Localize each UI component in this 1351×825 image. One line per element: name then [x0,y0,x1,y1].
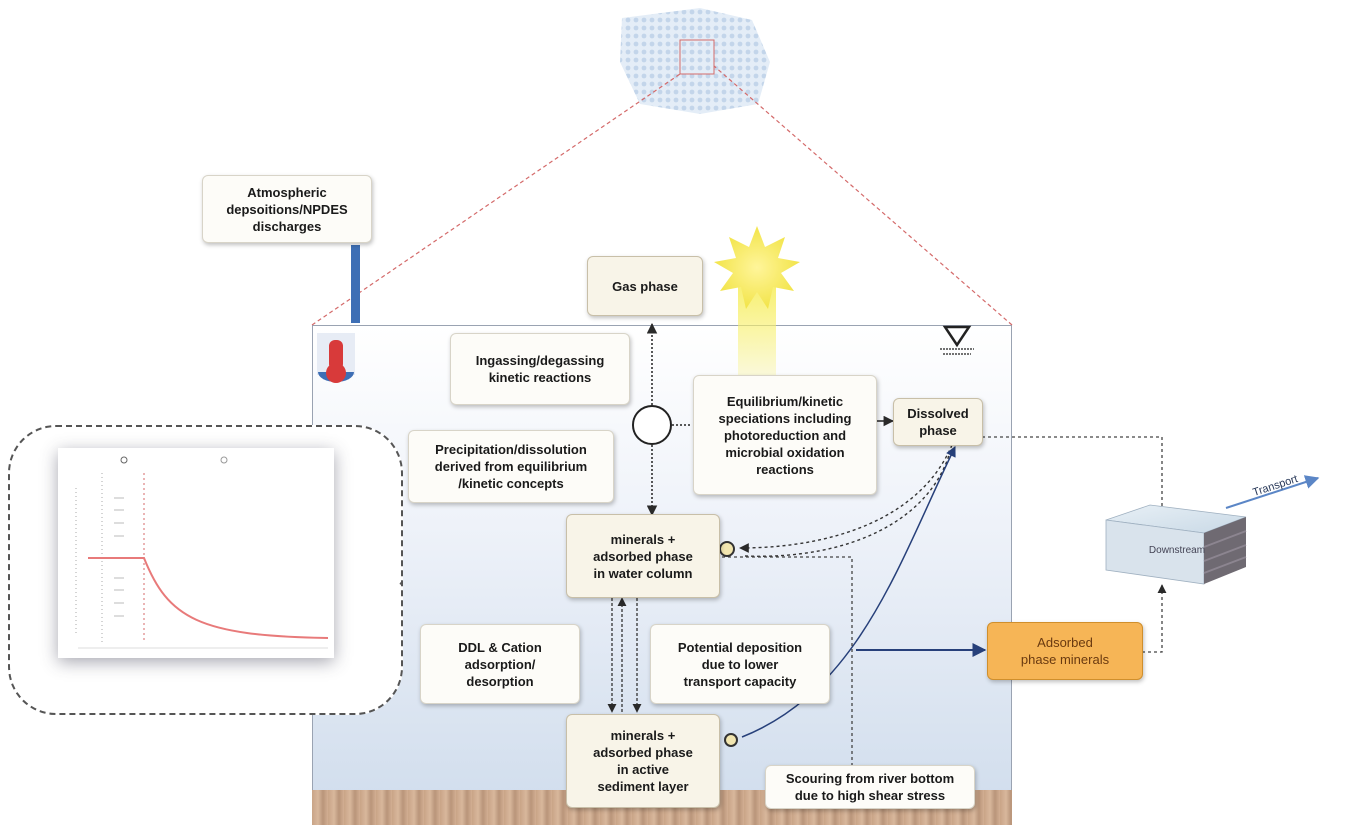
scouring-box: Scouring from river bottom due to high s… [765,765,975,809]
water-level-icon [940,325,974,355]
minerals-water-column-box: minerals + adsorbed phase in water colum… [566,514,720,598]
arrow-sediment-to-dissolved [741,446,956,738]
atmospheric-discharges-box: Atmospheric depsoitions/NPDES discharges [202,175,372,243]
plot-grid-dashes [114,497,124,617]
decay-curve-plot [58,448,334,658]
arrow-dissolved-to-minerals-water [739,444,953,553]
scouring-dashed-line [722,556,853,808]
arrow-adsorbed-downstream [1142,584,1167,653]
downstream-label: Downstream [1148,545,1206,556]
exchange-node-sediment [724,733,738,747]
potential-deposition-box: Potential deposition due to lower transp… [650,624,830,704]
adsorbed-phase-minerals-box: Adsorbed phase minerals [987,622,1143,680]
decay-curve-svg [75,456,329,649]
speciation-box: Equilibrium/kinetic speciations includin… [693,375,877,495]
downstream-block-icon [1105,504,1247,585]
arrow-minerals-water-to-dissolved [744,451,951,557]
discharge-pipe-icon [351,245,360,323]
transport-arrow [1225,475,1320,509]
exchange-node-water [719,541,735,557]
ingassing-degassing-box: Ingassing/degassing kinetic reactions [450,333,630,405]
dissolved-phase-box: Dissolved phase [893,398,983,446]
gas-phase-box: Gas phase [587,256,703,316]
sun-icon [714,226,800,400]
precipitation-dissolution-box: Precipitation/dissolution derived from e… [408,430,614,503]
ddl-cation-box: DDL & Cation adsorption/ desorption [420,624,580,704]
river-grid-thumbnail [620,8,770,114]
reaction-node [632,405,672,445]
arrow-dissolved-downstream [982,436,1167,518]
decay-curve-line [88,557,329,639]
minerals-sediment-box: minerals + adsorbed phase in active sedi… [566,714,720,808]
thermometer-icon [317,333,355,383]
zoom-line-right [713,65,1013,326]
plot-circle-markers [120,456,228,464]
zoom-line-left [311,73,681,326]
